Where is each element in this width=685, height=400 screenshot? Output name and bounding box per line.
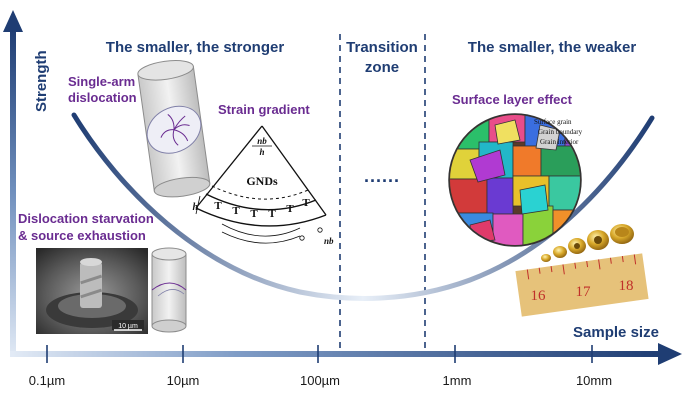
transition-dots: ...... xyxy=(364,166,400,186)
x-tick-labels: 0.1µm 10µm 100µm 1mm 10mm xyxy=(29,373,612,388)
x-axis-arrow xyxy=(658,343,682,365)
single-arm-cylinder xyxy=(137,60,211,198)
ruler-number: 17 xyxy=(576,284,592,300)
sg-h-label: h xyxy=(192,202,198,213)
surface-layer-label: Surface layer effect xyxy=(452,92,573,107)
gold-rings xyxy=(541,224,634,262)
grain-legend: Surface grain Grain boundary Grain inter… xyxy=(534,118,583,146)
zone-right-heading: The smaller, the weaker xyxy=(468,39,637,56)
sg-arrows xyxy=(221,223,323,244)
x-tick-label: 1mm xyxy=(443,373,472,388)
svg-text:T: T xyxy=(302,197,310,209)
svg-text:T: T xyxy=(214,200,222,212)
sg-nb-label: nb xyxy=(324,236,334,246)
svg-text:T: T xyxy=(286,203,294,215)
strain-gradient-label: Strain gradient xyxy=(218,102,310,117)
x-ticks xyxy=(46,345,593,363)
single-arm-label-2: dislocation xyxy=(68,90,137,105)
x-tick-label: 100µm xyxy=(300,373,340,388)
sg-fraction-num: nb xyxy=(257,136,267,146)
sem-scale-bar-label: 10 µm xyxy=(118,323,138,330)
sg-gnds-label: GNDs xyxy=(246,174,278,188)
sg-fraction-den: h xyxy=(259,147,264,157)
starvation-label-1: Dislocation starvation xyxy=(18,211,154,226)
x-tick-label: 0.1µm xyxy=(29,373,65,388)
sem-micropillar-image: 10 µm xyxy=(36,248,148,334)
svg-text:T: T xyxy=(250,208,258,220)
ruler-with-rings-image: 16 17 18 xyxy=(515,224,649,317)
dislocation-spiral xyxy=(160,114,190,146)
grain-legend-boundary: Grain boundary xyxy=(538,128,583,136)
x-axis xyxy=(10,351,660,357)
x-tick-label: 10mm xyxy=(576,373,612,388)
ruler-number: 16 xyxy=(531,288,547,304)
x-axis-label: Sample size xyxy=(573,324,659,341)
zone-middle-heading-2: zone xyxy=(365,59,399,76)
x-tick-label: 10µm xyxy=(167,373,200,388)
strength-curve xyxy=(71,112,655,301)
single-arm-label-1: Single-arm xyxy=(68,74,135,89)
grain-structure-image xyxy=(448,113,582,247)
zone-left-heading: The smaller, the stronger xyxy=(106,39,285,56)
svg-text:T: T xyxy=(232,205,240,217)
svg-text:T: T xyxy=(268,208,276,220)
y-axis-arrow xyxy=(3,10,23,32)
grain-legend-interior: Grain interior xyxy=(540,138,579,146)
starvation-label-2: & source exhaustion xyxy=(18,228,146,243)
ruler-numbers: 16 17 18 xyxy=(531,278,634,304)
grain-legend-surface: Surface grain xyxy=(534,118,572,126)
ruler-number: 18 xyxy=(619,278,634,294)
sheared-cylinder xyxy=(151,247,187,333)
zone-middle-heading-1: Transition xyxy=(346,39,418,56)
y-axis xyxy=(10,28,16,354)
y-axis-label: Strength xyxy=(33,50,50,112)
